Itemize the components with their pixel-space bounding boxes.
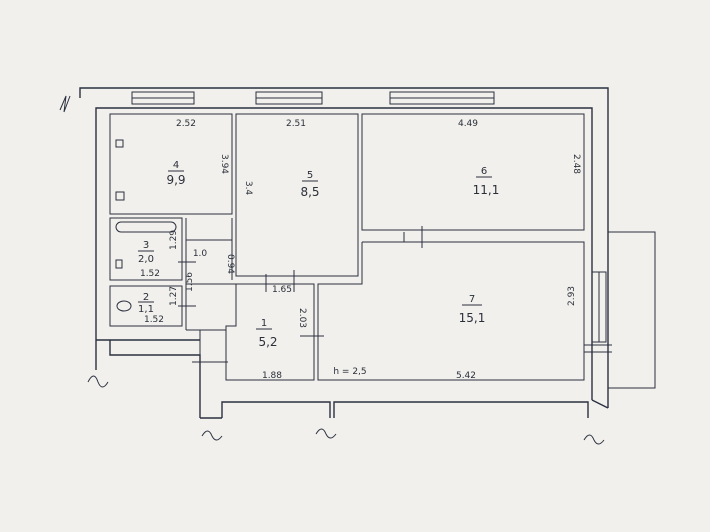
dim-room4-side: 3.94: [219, 154, 229, 174]
dim-room6-side: 2.48: [571, 154, 581, 174]
room-4-outline: [109, 113, 233, 215]
outer-walls: [79, 87, 609, 419]
room-4-number: 4: [173, 160, 179, 171]
dim-room7-bottom: 5.42: [456, 371, 476, 381]
sink-icon: [115, 259, 123, 269]
break-marks: [59, 95, 605, 445]
dim-room5-side: 3.4: [243, 181, 253, 196]
room-5-area: 8,5: [300, 185, 319, 199]
height-note: h = 2,5: [333, 367, 366, 377]
room-labels: 4 9,9 5 8,5 6 11,1 7 15,1 1 5,2 3 2,0 2 …: [138, 160, 499, 349]
room-7-outline: [317, 241, 585, 381]
stove-icon: [115, 191, 125, 201]
room-2-number: 2: [143, 292, 149, 303]
dim-room3-side: 1.29: [169, 230, 179, 250]
dim-room3-bottom: 1.52: [140, 269, 160, 279]
room-6-number: 6: [481, 166, 487, 177]
dimension-labels: 2.52 3.94 2.51 3.4 4.49 2.48 2.93 5.42 h…: [140, 119, 581, 381]
windows: [131, 91, 495, 105]
room-7-area: 15,1: [459, 311, 486, 325]
dim-room6-top: 4.49: [458, 119, 478, 129]
fixtures: [115, 139, 177, 312]
room-3-outline: [109, 217, 183, 281]
room-1-area: 5,2: [258, 335, 277, 349]
room-2-area: 1,1: [138, 304, 154, 315]
room-5-outline: [235, 113, 359, 277]
dim-corridor-a: 1.0: [193, 249, 208, 259]
dim-room1-bottom: 1.88: [262, 371, 282, 381]
room-6-area: 11,1: [473, 183, 500, 197]
dim-room5-top: 2.51: [286, 119, 306, 129]
dim-room1-side: 2.03: [297, 308, 307, 328]
room-4-area: 9,9: [166, 173, 185, 187]
dim-corridor-c: 1.56: [185, 272, 195, 292]
dim-room7-side: 2.93: [567, 286, 577, 306]
dim-room2-side: 1.27: [169, 286, 179, 306]
balcony: [584, 231, 656, 389]
dim-room1-top: 1.65: [272, 285, 292, 295]
room-5-number: 5: [307, 170, 313, 181]
room-3-area: 2,0: [138, 254, 154, 265]
dim-corridor-b: 0.94: [225, 254, 235, 274]
interior-walls: [109, 113, 585, 381]
dim-room2-bottom: 1.52: [144, 315, 164, 325]
toilet-icon: [116, 300, 132, 312]
room-1-number: 1: [261, 318, 267, 329]
room-7-number: 7: [469, 294, 475, 305]
door-marks: [178, 226, 423, 363]
bathtub-icon: [115, 221, 177, 233]
radiator-icon: [115, 139, 124, 148]
dim-room4-top: 2.52: [176, 119, 196, 129]
room-3-number: 3: [143, 240, 149, 251]
room-1-outline: [225, 283, 315, 381]
room-6-outline: [361, 113, 585, 231]
